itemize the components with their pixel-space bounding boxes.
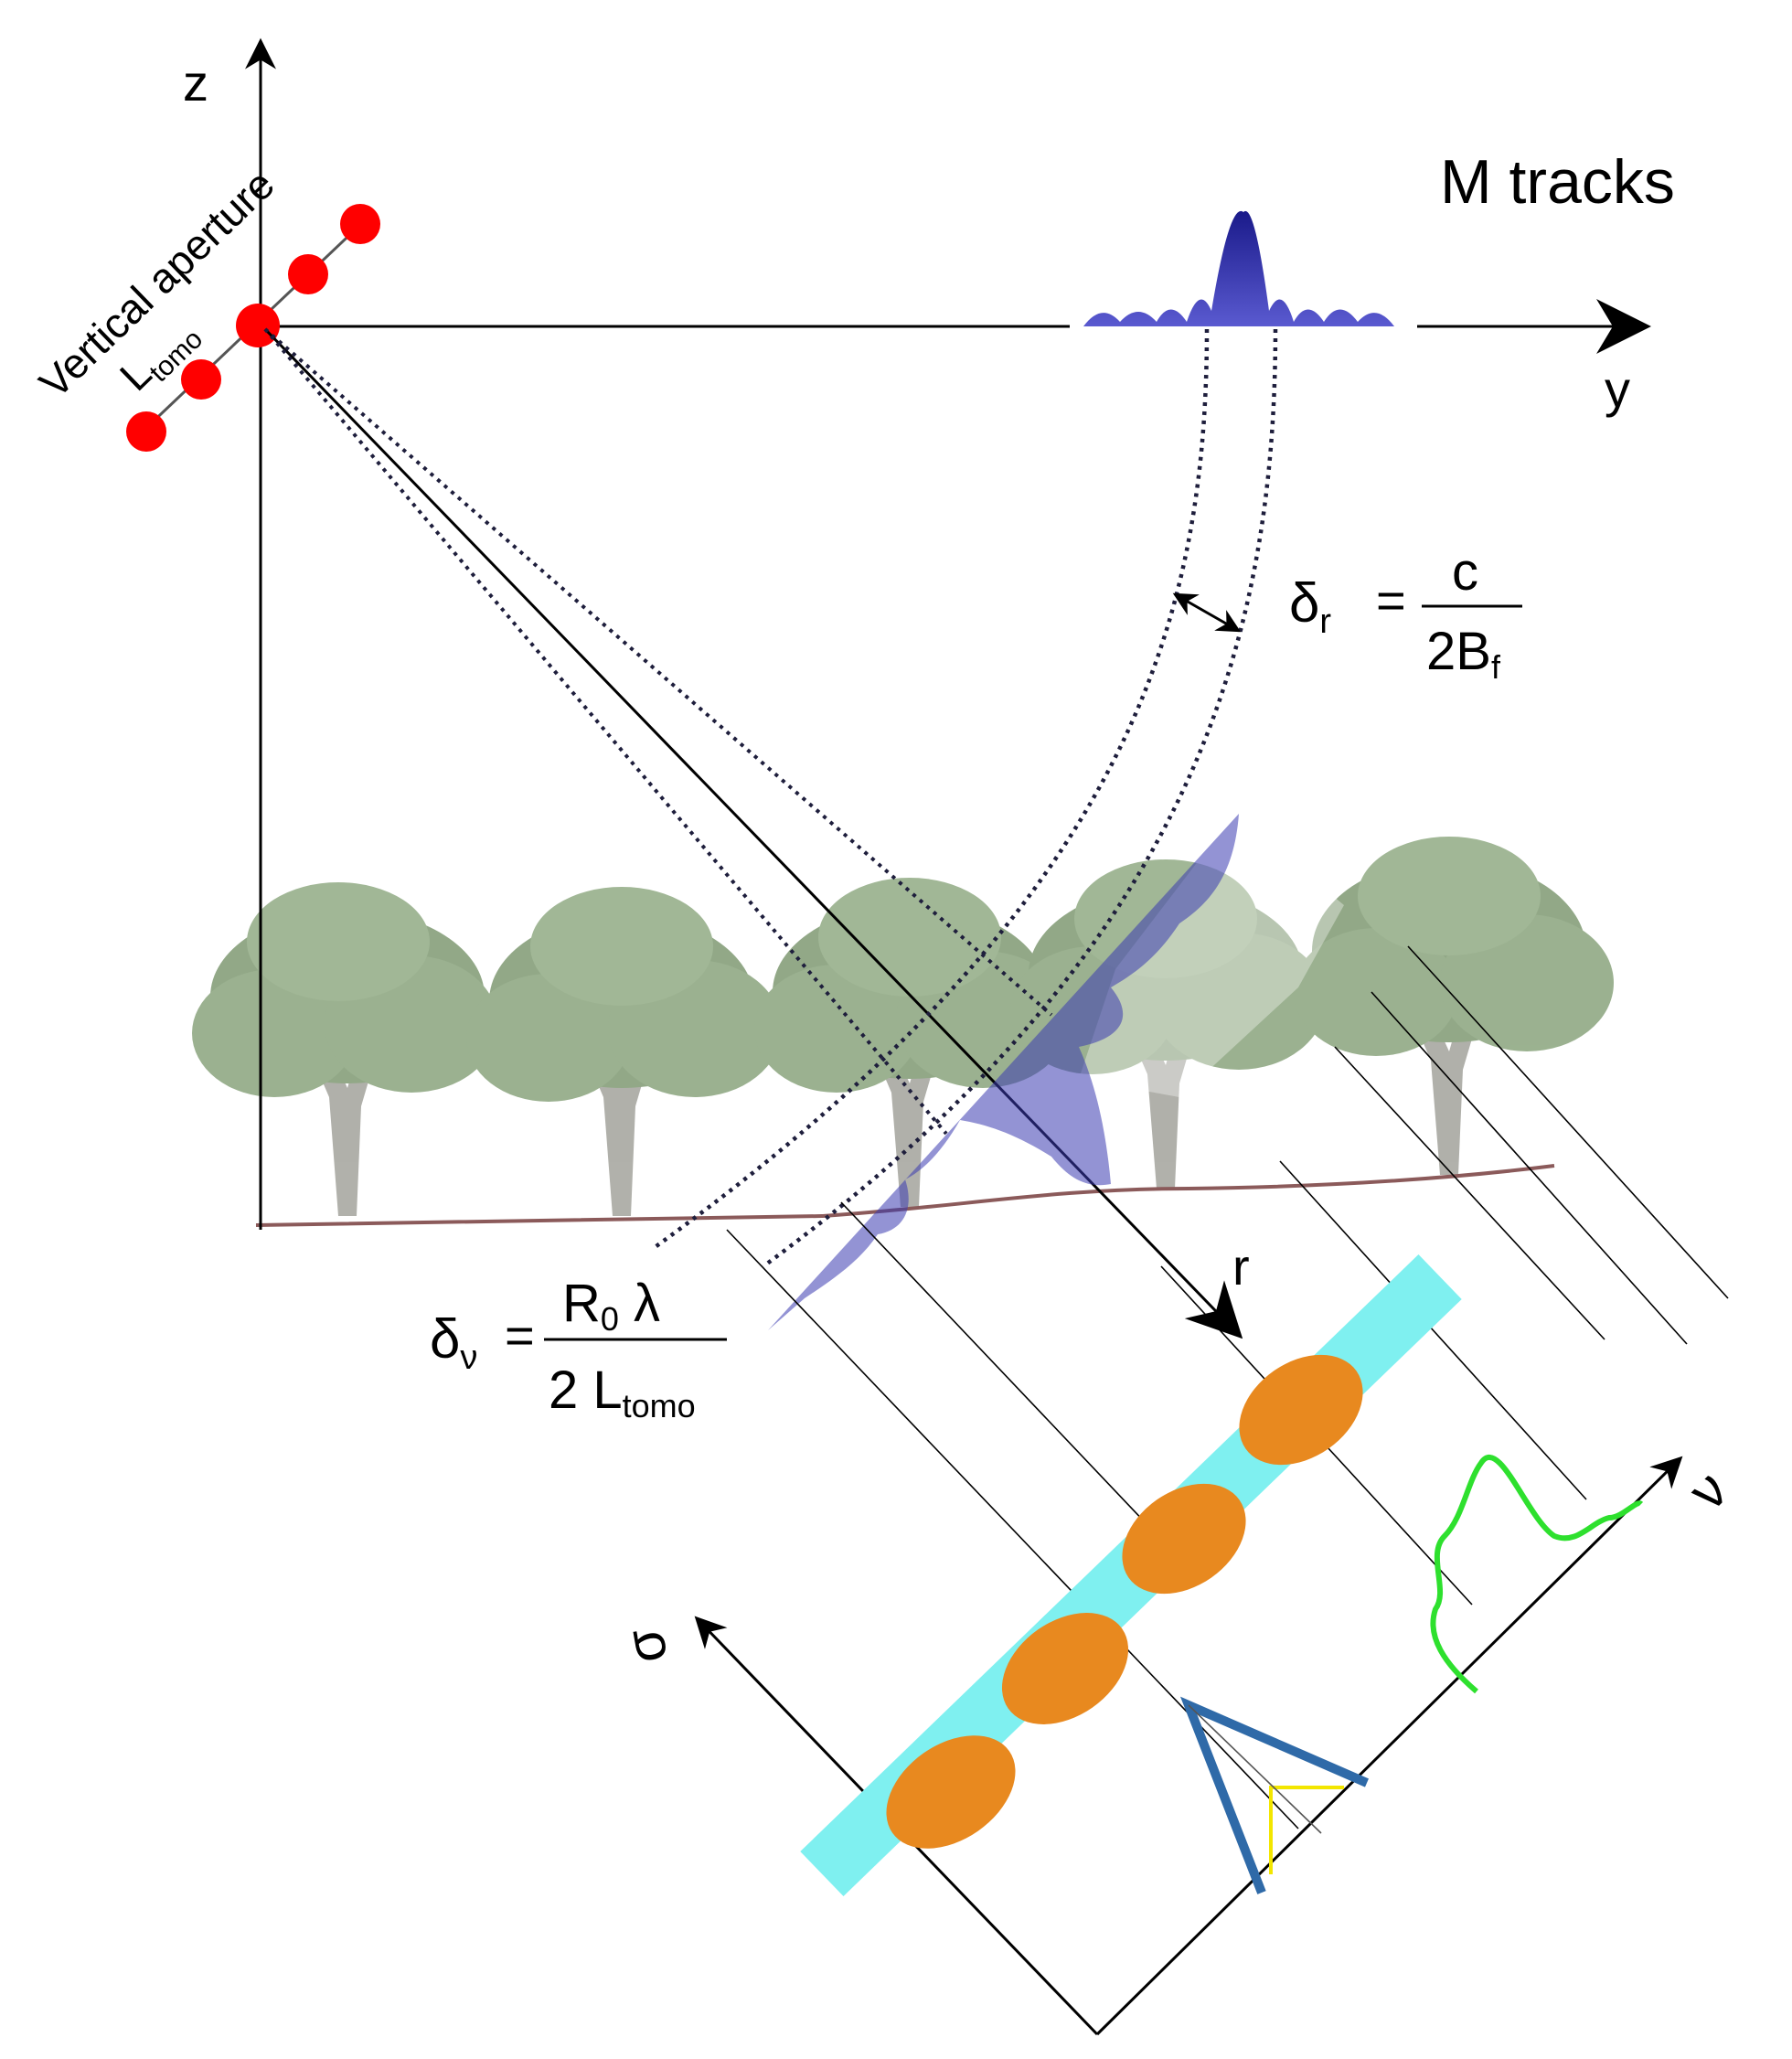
r-axis-label: r: [1232, 1238, 1250, 1296]
red-dot-icon: [126, 411, 166, 452]
svg-text:2 Ltomo: 2 Ltomo: [549, 1360, 696, 1424]
beam-dotted-lower: [263, 327, 948, 1136]
delta-r-symbol: δ: [1289, 572, 1319, 634]
delta-r-sub: r: [1319, 603, 1331, 641]
ground-line: [255, 1164, 1555, 1227]
nu-axis: [1095, 1456, 1683, 2036]
red-dot-icon: [236, 304, 280, 347]
sigma-axis-label: σ: [613, 1624, 678, 1668]
vertical-profile: [768, 814, 1239, 1330]
projection-lines: [726, 945, 1729, 1830]
delta-nu-den-main: 2 L: [549, 1360, 623, 1420]
delta-nu-equals: =: [505, 1307, 535, 1364]
red-dot-icon: [181, 359, 221, 400]
delta-r-den-main: 2B: [1426, 622, 1491, 681]
sensor-dots: [126, 204, 380, 452]
range-resolution-marker: [1172, 592, 1242, 633]
svg-text:δr: δr: [1289, 572, 1331, 641]
delta-nu-den-sub: tomo: [623, 1387, 696, 1424]
vertical-resolution-formula: δν = R0 λ 2 Ltomo: [430, 1274, 727, 1424]
svg-text:R0 λ: R0 λ: [562, 1274, 660, 1338]
svg-text:2Bf: 2Bf: [1426, 622, 1501, 686]
delta-nu-num-tail: λ: [619, 1274, 660, 1333]
tree-icon: [754, 878, 1070, 1207]
delta-r-numerator: c: [1452, 542, 1478, 602]
scatterer: [1239, 1354, 1363, 1466]
marker-axis: [1188, 1704, 1322, 1834]
forest: [192, 837, 1614, 1216]
y-axis-label: y: [1605, 360, 1630, 418]
delta-r-den-sub: f: [1491, 648, 1501, 686]
delta-r-equals: =: [1376, 571, 1406, 629]
delta-nu-num-main: R: [562, 1274, 601, 1333]
z-axis-label: z: [183, 54, 208, 112]
scatterer: [886, 1735, 1016, 1849]
red-dot-icon: [288, 254, 328, 294]
range-arc-near: [652, 328, 1210, 1250]
delta-nu-sub: ν: [460, 1339, 477, 1377]
tree-icon: [466, 887, 782, 1216]
delta-nu-symbol: δ: [430, 1308, 460, 1370]
tree-icon: [1294, 837, 1614, 1175]
tree-icon: [192, 882, 498, 1216]
title-m-tracks: M tracks: [1440, 147, 1675, 217]
slant-plane-overlay: [1079, 814, 1344, 1097]
yellow-marker-icon: [1269, 1786, 1344, 1874]
delta-nu-num-sub: 0: [601, 1300, 619, 1338]
beam-dotted-upper: [263, 327, 1053, 1017]
svg-text:δν: δν: [430, 1308, 477, 1377]
scatterer: [1122, 1483, 1246, 1595]
scatterer: [1001, 1613, 1129, 1724]
red-dot-icon: [340, 204, 380, 244]
nu-axis-label: ν: [1677, 1459, 1740, 1522]
blue-marker-icon: [1179, 1696, 1369, 1894]
scatterers: [886, 1354, 1363, 1849]
green-profile-curve: [1430, 1455, 1644, 1694]
range-psf-profile: [1083, 210, 1394, 326]
range-resolution-formula: δr = c 2Bf: [1289, 542, 1522, 686]
